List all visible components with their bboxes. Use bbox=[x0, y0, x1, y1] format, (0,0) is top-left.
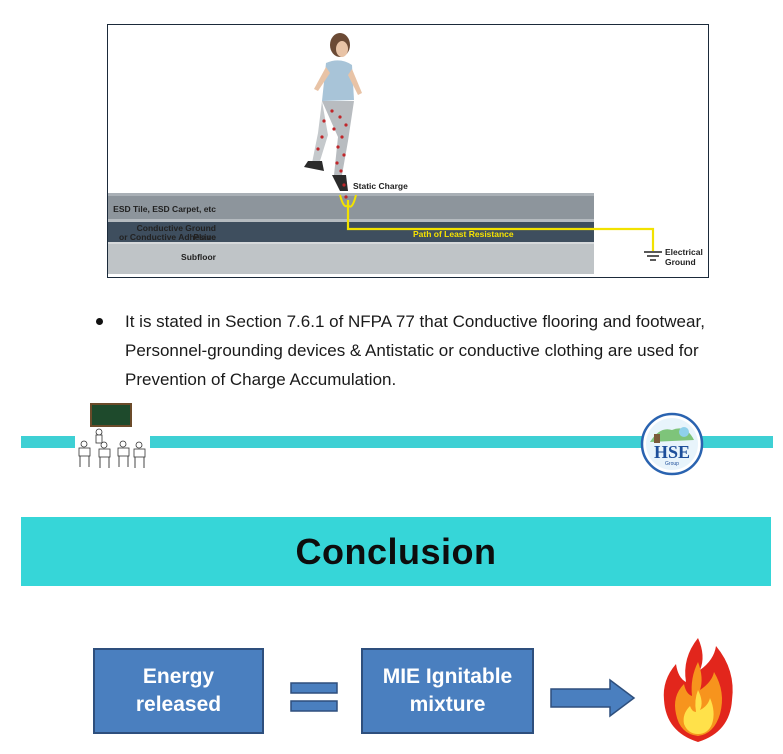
bullet-icon bbox=[96, 318, 103, 325]
path-of-least-resistance-label: Path of Least Resistance bbox=[413, 229, 514, 239]
ground-plane-label-1: Conductive Ground Plane bbox=[136, 223, 216, 242]
equals-sign-icon bbox=[290, 681, 338, 713]
hse-logo-subtext: Group bbox=[665, 461, 679, 467]
person-illustration bbox=[304, 33, 362, 199]
ground-label: Ground bbox=[665, 257, 696, 267]
esd-tile-label: ESD Tile, ESD Carpet, etc bbox=[113, 204, 216, 214]
energy-released-box: Energy released bbox=[93, 648, 264, 734]
static-charge-label: Static Charge bbox=[353, 181, 408, 191]
electrical-label: Electrical bbox=[665, 247, 703, 257]
classroom-icon bbox=[75, 401, 150, 471]
mie-ignitable-mixture-box: MIE Ignitable mixture bbox=[361, 648, 534, 734]
bullet-text: It is stated in Section 7.6.1 of NFPA 77… bbox=[125, 312, 705, 389]
nfpa-bullet-point: It is stated in Section 7.6.1 of NFPA 77… bbox=[96, 307, 716, 394]
flooring-illustration bbox=[108, 33, 662, 274]
mie-box-line1: MIE Ignitable bbox=[382, 665, 513, 688]
conclusion-banner: Conclusion bbox=[21, 517, 771, 586]
esd-flooring-diagram: Static Charge ESD Tile, ESD Carpet, etc … bbox=[107, 24, 709, 278]
subfloor-label: Subfloor bbox=[181, 252, 216, 262]
fire-icon bbox=[656, 634, 740, 746]
ground-plane-label-2: or Conductive Adhesive bbox=[119, 232, 216, 242]
right-arrow-icon bbox=[550, 678, 636, 718]
conclusion-title: Conclusion bbox=[295, 530, 497, 572]
hse-logo: HSE Group bbox=[640, 412, 704, 476]
section-divider bbox=[21, 436, 773, 448]
energy-box-line1: Energy bbox=[142, 665, 215, 688]
energy-box-line2: released bbox=[135, 693, 222, 716]
mie-box-line2: mixture bbox=[409, 693, 486, 716]
hse-logo-text: HSE bbox=[653, 442, 691, 462]
